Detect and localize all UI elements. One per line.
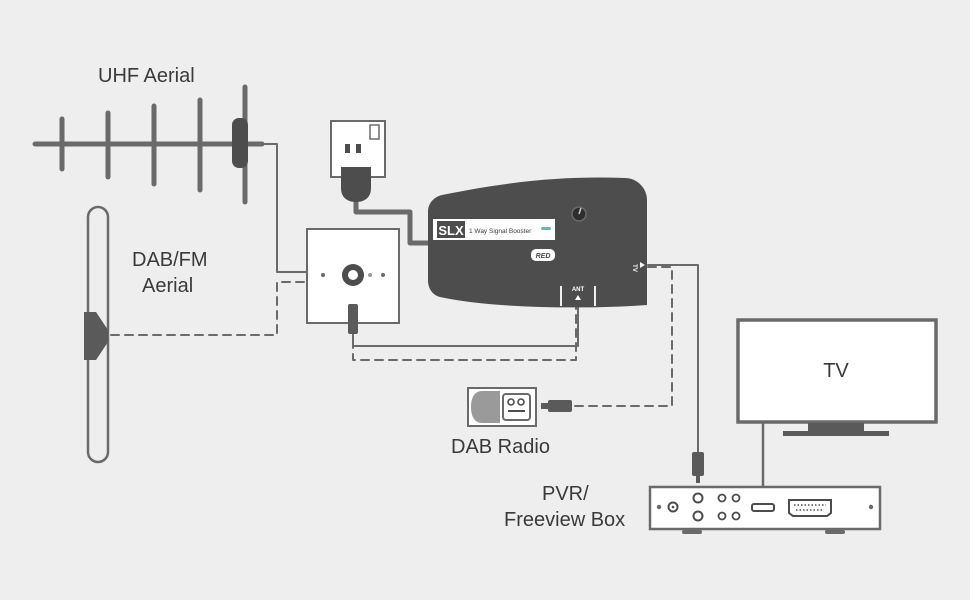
booster-model: 1 Way Signal Booster [469,228,532,235]
yagi-antenna-icon [32,84,265,205]
red-badge [531,249,555,261]
radio-cable [571,266,673,407]
dab-fm-aerial: DAB/FM Aerial [84,205,208,464]
tv-stand-neck [808,423,864,431]
signal-booster-icon [428,177,647,308]
dab-radio-label: DAB Radio [451,436,550,458]
socket-switch [369,124,380,140]
signal-booster: SLX 1 Way Signal Booster RED ANT TV [428,177,647,308]
aerial-connector-box [232,118,248,168]
tv-out-cable [647,264,699,454]
dab-fm-label-line2: Aerial [142,275,193,297]
pvr-plug [692,452,704,483]
television-icon [736,318,938,436]
cables [96,143,765,502]
mains-socket-icon [330,120,386,202]
ant-port-label: ANT [572,287,585,293]
pvr-label-line1: PVR/ [542,483,589,505]
tv-port-arrow [640,262,645,268]
dab-fm-cable [96,281,309,336]
uhf-cable [261,143,309,273]
dab-fm-label-line1: DAB/FM [132,249,208,271]
tv: TV [736,318,938,436]
dab-radio: DAB Radio [451,387,572,458]
brand-box [437,221,465,238]
hdmi-port [751,503,775,512]
ant-port-arrow [575,295,581,300]
tv-port-label: TV [631,264,637,272]
status-indicator [541,227,551,230]
coax-wall-plate-icon [306,228,400,334]
uhf-aerial-label: UHF Aerial [98,65,195,87]
tv-label: TV [823,360,849,382]
scart-port [788,499,832,517]
tv-stand-base [783,431,889,436]
red-badge-text: RED [536,253,551,260]
ant-cable-dab [352,304,577,361]
wall-plate-plug [348,304,358,334]
radio-plug [541,400,572,412]
booster-brand: SLX [438,223,464,238]
gain-knob-icon [571,206,587,222]
pvr-label-line2: Freeview Box [504,509,625,531]
power-plug [341,167,371,202]
dipole-feed-block [84,312,108,360]
dab-radio-icon [467,387,537,427]
power-cable [353,197,433,246]
tv-screen [736,318,938,424]
pvr-box: PVR/ Freeview Box [504,452,882,534]
uhf-aerial: UHF Aerial [32,65,265,205]
set-top-box-icon [648,485,882,534]
